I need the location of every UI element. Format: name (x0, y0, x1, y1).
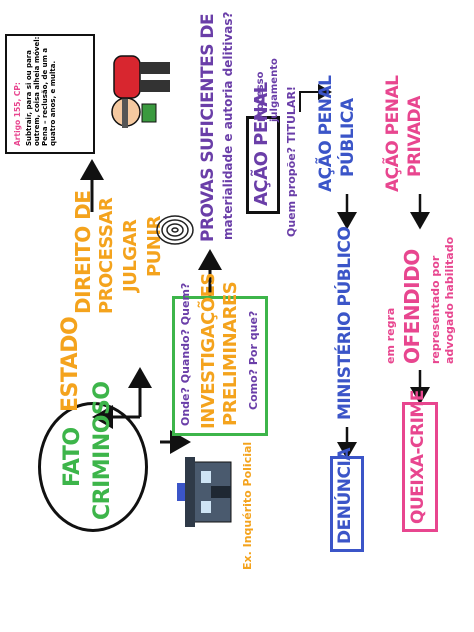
denuncia-label: DENÚNCIA (335, 448, 355, 544)
ministerio-publico-label: MINISTÉRIO PÚBLICO (335, 226, 355, 420)
fingerprint-icon (156, 215, 194, 245)
direito-de-label: DIREITO DE (71, 190, 95, 314)
inquerito-label: Ex. Inquérito Policial (241, 441, 254, 570)
representado-label: representado por (429, 255, 442, 364)
processo-label: processo (255, 71, 266, 122)
quem-propoe-label: Quem propõe? TITULAR! (285, 86, 298, 237)
publica-label-1: AÇÃO PENAL (316, 75, 336, 192)
preliminares-label: PRELIMINARES (220, 281, 241, 426)
advogado-label: advogado habilitado (443, 236, 456, 364)
artigo-title: Artigo 155, CP: (13, 82, 22, 146)
investigacoes-questions-top: Onde? Quando? Quem? (179, 282, 192, 426)
thief-illustration (111, 55, 170, 128)
julgamento-label: julgamento (269, 58, 280, 122)
artigo-line: quatro anos, e multa. (49, 60, 57, 146)
provas-label: PROVAS SUFICIENTES DE (198, 13, 218, 242)
estado-label: ESTADO (58, 316, 83, 412)
fato-label: FATO (60, 427, 85, 487)
julgar-label: JULGAR (120, 219, 141, 292)
ofendido-label: OFENDIDO (400, 249, 424, 364)
privada-label-2: PRIVADA (405, 96, 425, 177)
artigo-line: Subtrair, para si ou para (25, 50, 33, 146)
em-regra-label: em regra (384, 307, 397, 364)
publica-label-2: PÚBLICA (338, 98, 358, 177)
police-station-icon (177, 457, 232, 527)
privada-label-1: AÇÃO PENAL (383, 75, 403, 192)
queixa-crime-label: QUEIXA-CRIME (408, 390, 428, 524)
investigacoes-label: INVESTIGAÇÕES (198, 273, 219, 429)
artigo-155-box: Artigo 155, CP: Subtrair, para si ou par… (5, 34, 95, 154)
criminoso-label: CRIMINOSO (90, 381, 115, 520)
investigacoes-questions-bottom: Como? Por que? (247, 310, 260, 410)
provas-subtitle: materialidade e autoria delitivas? (221, 11, 235, 241)
artigo-line: Pena – reclusão, de um a (41, 47, 49, 146)
artigo-line: outrem, coisa alheia móvel: (33, 36, 41, 146)
arrow-publica-bracket (299, 84, 332, 112)
processar-label: PROCESSAR (96, 197, 117, 314)
